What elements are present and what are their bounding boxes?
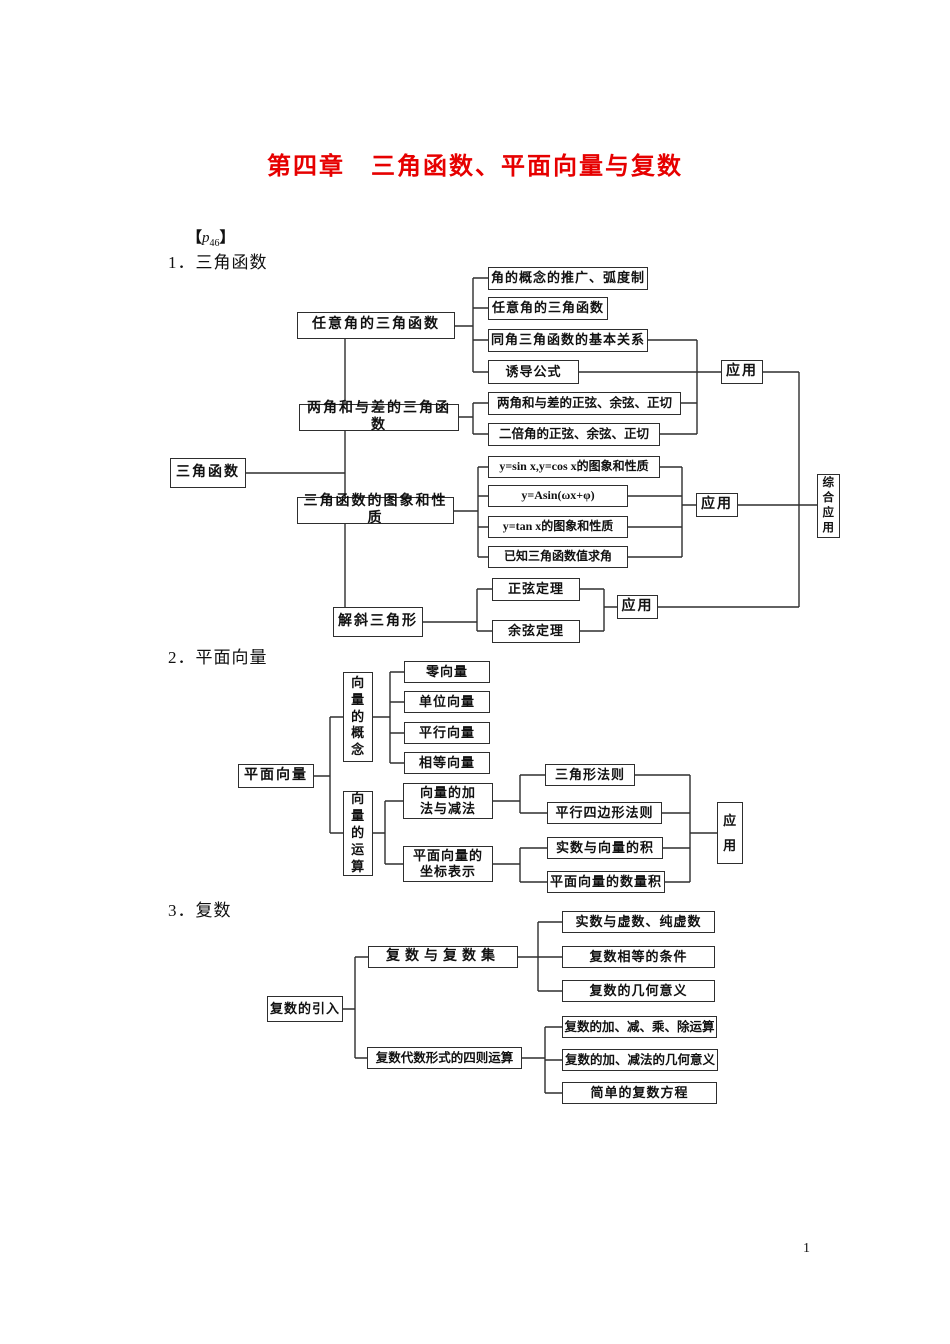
node-leaf-geometric-meaning: 复数的几何意义 <box>562 980 715 1002</box>
ref-close: 】 <box>219 230 235 246</box>
section-heading-complex: 3．复数 <box>168 901 232 920</box>
node-vector-concept: 向量的概念 <box>343 672 373 762</box>
node-leaf-four-operations: 复数的加、减、乘、除运算 <box>562 1016 717 1038</box>
node-apply-2: 应用 <box>696 493 738 517</box>
node-vector-apply: 应用 <box>717 802 743 864</box>
node-leaf-double-angle: 二倍角的正弦、余弦、正切 <box>488 423 660 446</box>
section-heading-vector: 2．平面向量 <box>168 648 268 667</box>
node-trig-branch-graph: 三角函数的图象和性质 <box>297 494 454 526</box>
chapter-title: 第四章 三角函数、平面向量与复数 <box>267 154 683 180</box>
node-leaf-simple-equation: 简单的复数方程 <box>562 1082 717 1104</box>
page-reference: 【p46】 <box>187 226 235 249</box>
node-leaf-tan-graph: y=tan x的图象和性质 <box>488 516 628 538</box>
node-leaf-angle-concept: 角的概念的推广、弧度制 <box>488 267 648 290</box>
node-vector-coordinate: 平面向量的坐标表示 <box>403 846 493 882</box>
node-leaf-real-imaginary: 实数与虚数、纯虚数 <box>562 911 715 933</box>
node-complex-root: 复数的引入 <box>267 996 343 1022</box>
node-trig-branch-sum-diff: 两角和与差的三角函数 <box>299 401 459 433</box>
ref-sub: 46 <box>209 238 220 249</box>
node-leaf-scalar-product: 实数与向量的积 <box>547 837 663 859</box>
node-leaf-triangle-rule: 三角形法则 <box>545 764 635 786</box>
node-leaf-induction-formula: 诱导公式 <box>488 360 579 384</box>
node-leaf-parallelogram-rule: 平行四边形法则 <box>547 802 662 824</box>
node-leaf-parallel-vector: 平行向量 <box>404 722 490 744</box>
node-leaf-sin-cos-graph: y=sin x,y=cos x的图象和性质 <box>488 456 660 478</box>
node-leaf-sum-diff-sin-cos-tan: 两角和与差的正弦、余弦、正切 <box>488 392 681 415</box>
node-vector-root: 平面向量 <box>238 764 314 788</box>
node-leaf-dot-product: 平面向量的数量积 <box>547 871 665 893</box>
node-complex-set-branch: 复数与复数集 <box>368 946 518 968</box>
ref-open: 【 <box>187 230 203 246</box>
node-leaf-any-angle-func: 任意角的三角函数 <box>488 297 608 320</box>
node-leaf-equal-vector: 相等向量 <box>404 752 490 774</box>
node-leaf-zero-vector: 零向量 <box>404 661 490 683</box>
node-vector-operation: 向量的运算 <box>343 791 373 876</box>
page-number: 1 <box>803 1241 810 1256</box>
node-leaf-unit-vector: 单位向量 <box>404 691 490 713</box>
node-comprehensive-apply: 综合应用 <box>817 474 840 538</box>
node-trig-branch-any-angle: 任意角的三角函数 <box>297 312 455 339</box>
node-leaf-sine-theorem: 正弦定理 <box>492 578 580 601</box>
node-apply-1: 应用 <box>721 360 763 384</box>
section-heading-trig: 1．三角函数 <box>168 253 268 272</box>
node-leaf-addsub-geometric: 复数的加、减法的几何意义 <box>562 1049 718 1071</box>
node-leaf-equality-condition: 复数相等的条件 <box>562 946 715 968</box>
node-apply-3: 应用 <box>617 595 658 619</box>
node-complex-arith-branch: 复数代数形式的四则运算 <box>367 1047 522 1069</box>
node-leaf-cosine-theorem: 余弦定理 <box>492 620 580 643</box>
node-leaf-same-angle-relations: 同角三角函数的基本关系 <box>488 329 648 352</box>
node-trig-root: 三角函数 <box>170 458 246 488</box>
node-leaf-known-value-find-angle: 已知三角函数值求角 <box>488 546 628 568</box>
node-vector-add-subtract: 向量的加法与减法 <box>403 783 493 819</box>
ref-p: p <box>202 230 210 246</box>
node-trig-branch-oblique-triangle: 解斜三角形 <box>333 607 423 637</box>
node-leaf-asin-formula: y=Asin(ωx+φ) <box>488 485 628 507</box>
